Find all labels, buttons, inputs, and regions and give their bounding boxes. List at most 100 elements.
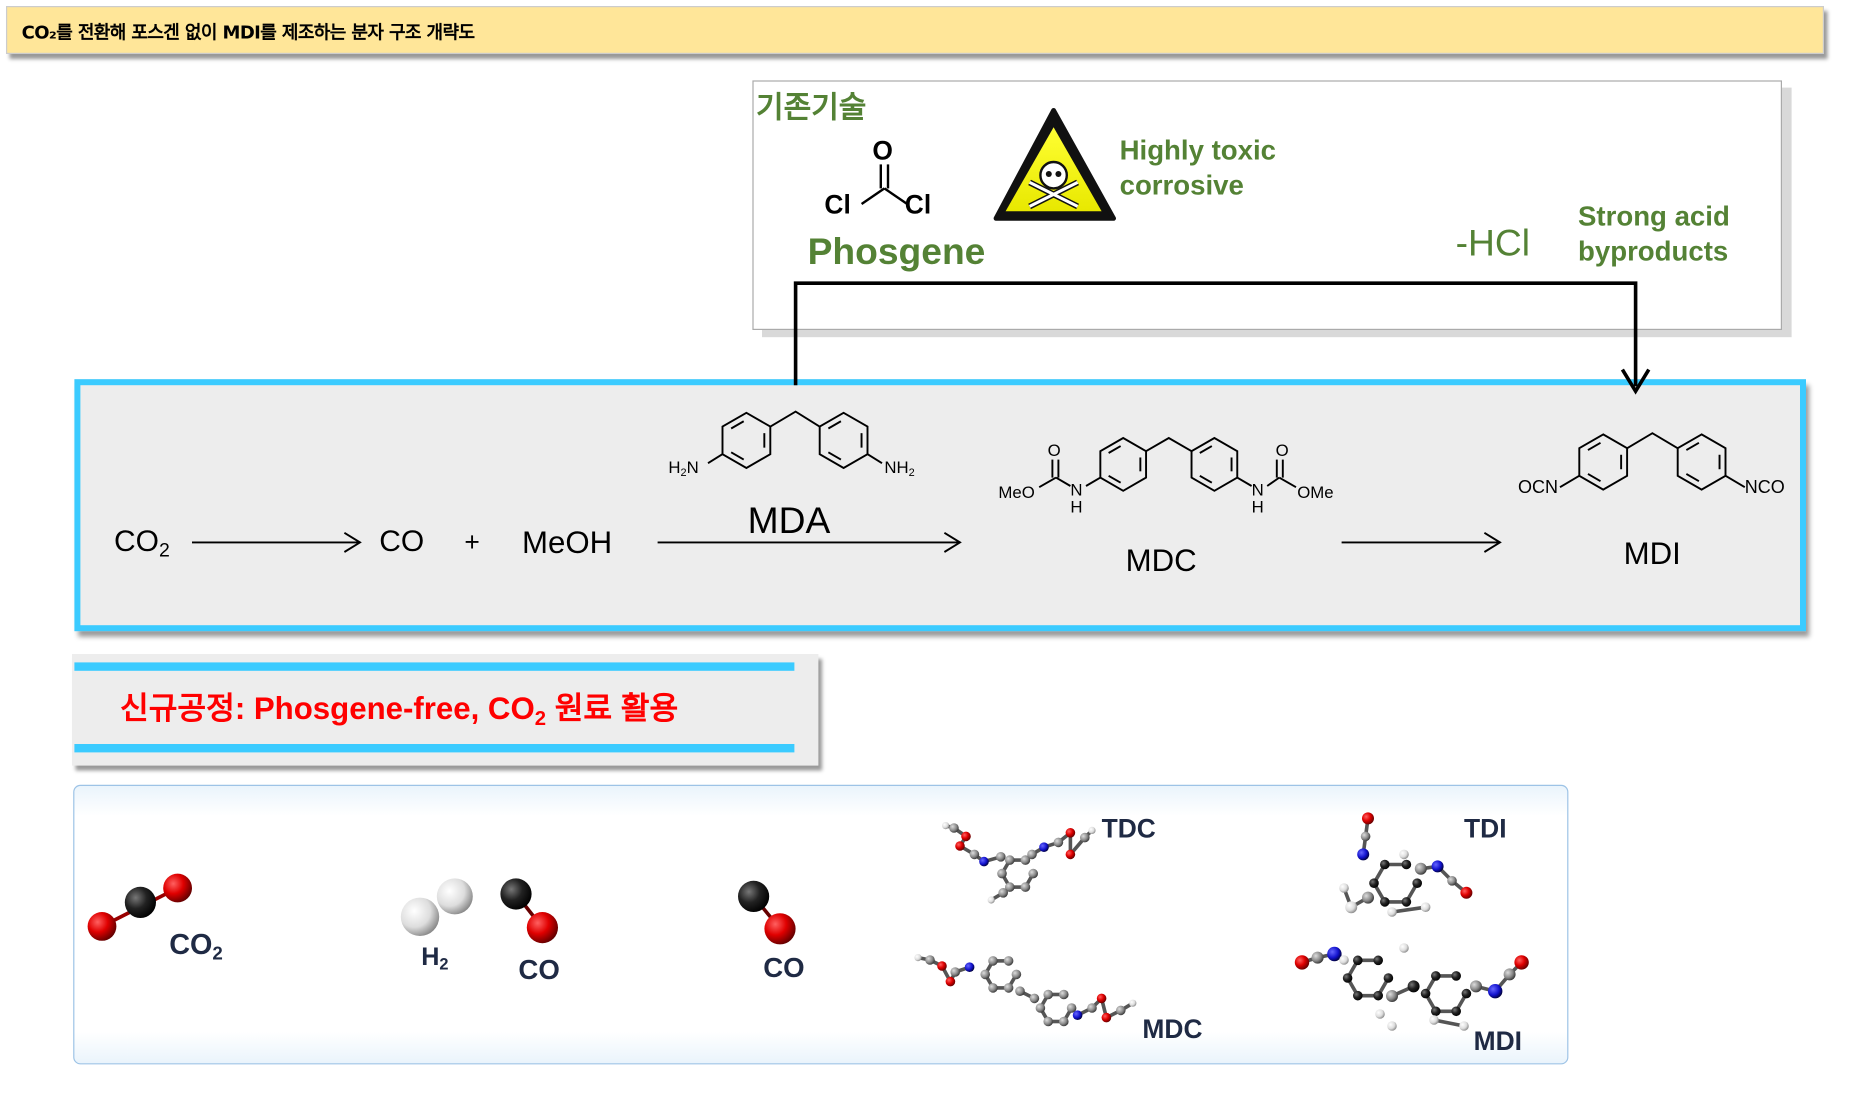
- tdi-model: [1414, 862, 1427, 875]
- phosgene-route-connector: [793, 281, 1651, 395]
- co-molecule: [764, 913, 796, 945]
- h2-molecule: [400, 897, 440, 937]
- amine-group: H2N: [668, 457, 698, 478]
- double-bond: [1108, 445, 1122, 454]
- mdc-model: [1011, 969, 1022, 980]
- tdi-model: [1345, 901, 1358, 914]
- phosgene-cl-atom: Cl: [904, 189, 932, 220]
- methoxy-group: OMe: [1297, 482, 1334, 502]
- mdc-model: [1059, 1016, 1069, 1027]
- tdc-model: [1020, 855, 1031, 865]
- co-label: CO: [379, 524, 425, 558]
- phosgene-o-atom: O: [872, 135, 893, 166]
- hazard-text: Highly toxic corrosive: [1120, 133, 1276, 203]
- tdc-model: [955, 841, 965, 851]
- phosgene-structure: [860, 164, 908, 205]
- tdc-model: [949, 823, 959, 833]
- atom: H: [1251, 496, 1264, 516]
- plus-sign: +: [464, 526, 480, 557]
- phosgene-label: Phosgene: [807, 230, 986, 273]
- mdc-model: [980, 969, 991, 980]
- structure-bonds: [707, 410, 1746, 489]
- benzene-ring: [721, 411, 772, 470]
- tdi-model: [1401, 859, 1412, 870]
- mdi-model: [1387, 1021, 1397, 1031]
- co2-text: CO: [114, 524, 159, 558]
- tdc-model: [997, 868, 1007, 879]
- double-bond: [1199, 445, 1213, 454]
- double-bond: [1199, 474, 1213, 484]
- mdc-model: [1029, 993, 1040, 1004]
- text: 신규공정: Phosgene-free, CO: [120, 690, 535, 726]
- byproduct-line: byproducts: [1578, 235, 1729, 267]
- model-h2-label: H2: [421, 943, 448, 973]
- co2-label: CO2: [114, 524, 170, 562]
- tdc-model: [1005, 882, 1015, 892]
- tdi-model: [1360, 831, 1371, 842]
- model-co-label: CO: [518, 954, 560, 986]
- mdi-model: [1461, 988, 1472, 999]
- reaction-arrows: [192, 531, 1502, 553]
- skull-hazard-icon: [993, 108, 1117, 221]
- atom: H: [1070, 496, 1083, 516]
- banner-bottom-bar: [74, 744, 795, 753]
- mdc-model: [937, 961, 947, 971]
- subscript: 2: [439, 955, 449, 974]
- double-bond: [1685, 473, 1700, 482]
- mdc-model: [1096, 993, 1107, 1004]
- mdc-model: [988, 956, 998, 966]
- tdc-model: [1005, 855, 1015, 865]
- banner-top-bar: [74, 662, 795, 671]
- double-bond: [730, 451, 745, 461]
- co2-molecule: [163, 873, 192, 903]
- subscript: 2: [159, 539, 170, 562]
- mdc-model: [988, 983, 998, 993]
- tdc-model: [942, 822, 950, 830]
- mdi-model: [1429, 1015, 1439, 1025]
- mdi-model: [1459, 1021, 1469, 1031]
- tdi-model: [1420, 902, 1431, 913]
- tdc-model: [979, 856, 989, 867]
- mdi-model: [1407, 980, 1420, 993]
- atom: N: [1251, 480, 1264, 500]
- model-co-label: CO: [763, 951, 805, 983]
- mdi-model: [1373, 955, 1383, 966]
- benzene-ring: [818, 411, 869, 470]
- tdc-model: [987, 896, 995, 904]
- mdc-model: [1116, 1005, 1126, 1016]
- tdc-model: [1039, 842, 1049, 853]
- mdi-model: [1420, 988, 1431, 999]
- mda-label: MDA: [747, 499, 831, 542]
- isocyanate-group: OCN: [1518, 477, 1559, 499]
- mdc-model: [925, 955, 935, 965]
- phosgene-cl-atom: Cl: [824, 189, 851, 220]
- h2-molecule: [436, 878, 473, 915]
- tdi-model: [1447, 876, 1457, 886]
- mdi-model: [1375, 1009, 1385, 1019]
- isocyanate-group: NCO: [1744, 477, 1785, 499]
- tdc-model: [1028, 868, 1038, 879]
- mdc-model: [1015, 986, 1025, 997]
- mdc-model: [1043, 1016, 1053, 1027]
- subscript: 2: [534, 706, 547, 730]
- double-bond: [730, 420, 745, 430]
- mdc-model: [1043, 989, 1053, 1000]
- tdi-model: [1380, 897, 1390, 907]
- tdc-model: [1088, 826, 1096, 835]
- mdc-model: [950, 967, 961, 977]
- double-bond: [827, 451, 842, 461]
- mdi-model: [1470, 980, 1482, 993]
- tdc-model: [969, 849, 980, 860]
- model-tdi-label: TDI: [1464, 813, 1507, 844]
- meoh-label: MeOH: [522, 524, 613, 561]
- co2-molecule: [124, 886, 156, 919]
- atom: N: [1070, 480, 1083, 500]
- carbonyl-o: O: [1047, 440, 1061, 460]
- tdi-model: [1362, 891, 1374, 904]
- mdi-model: [1294, 955, 1310, 970]
- mdi-model: [1353, 955, 1363, 966]
- molecular-model-panel: [73, 784, 1569, 1065]
- tdi-model: [1339, 883, 1349, 893]
- tdc-model: [1027, 849, 1037, 860]
